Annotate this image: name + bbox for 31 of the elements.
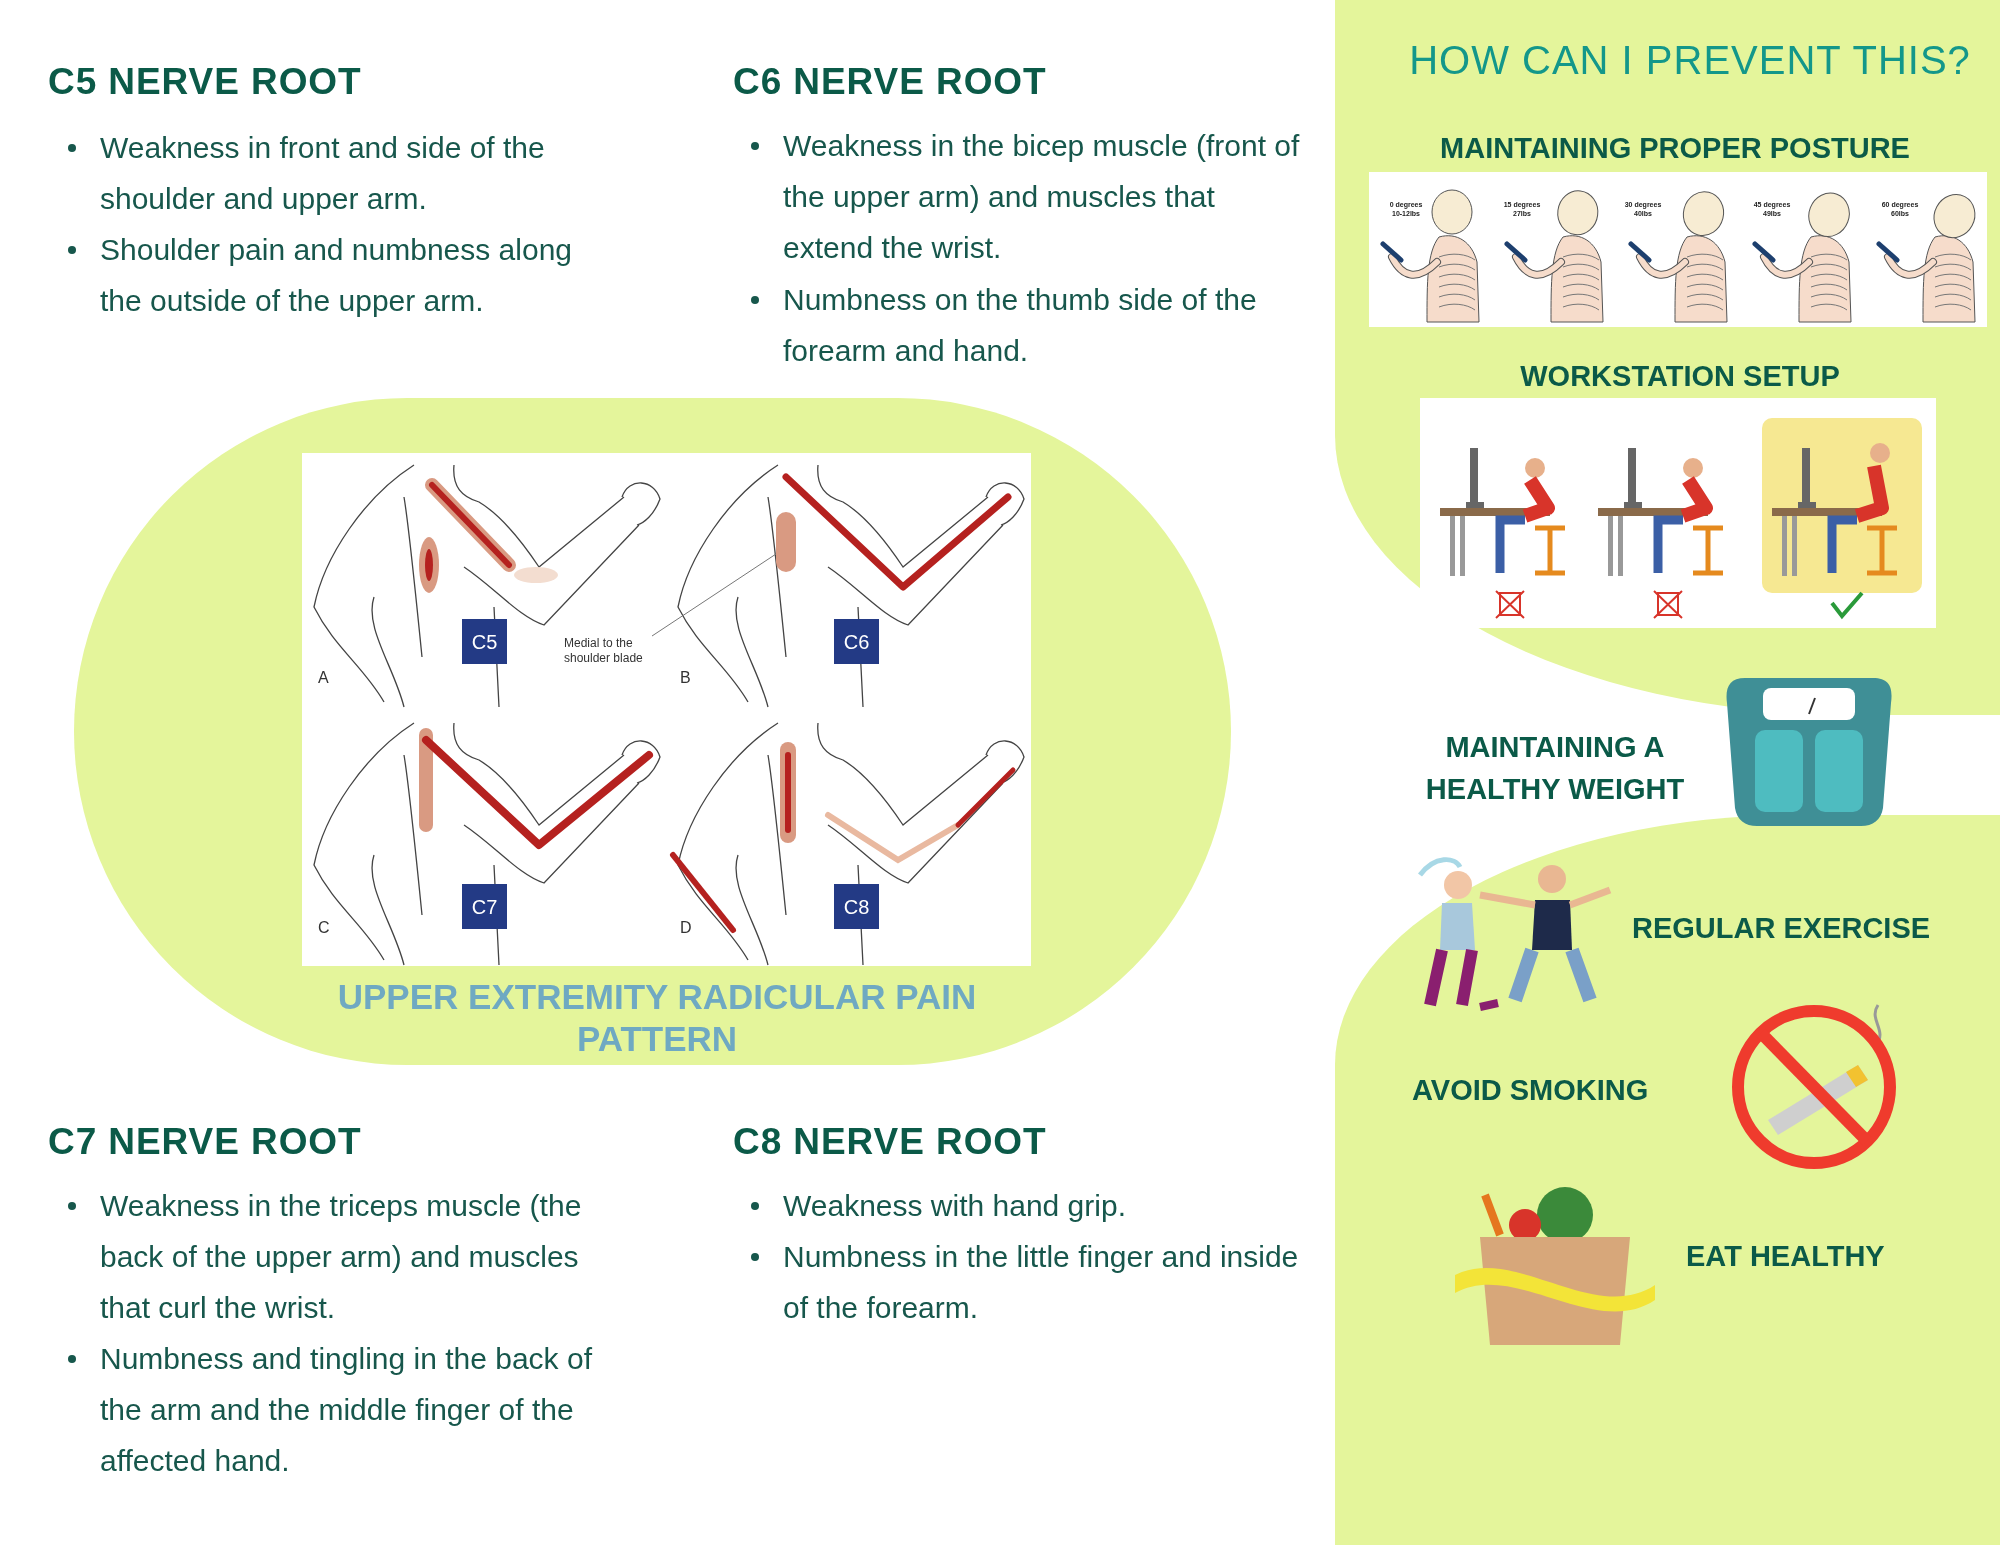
panel-title: HOW CAN I PREVENT THIS? — [1408, 37, 1972, 84]
bullet-text: Numbness and tingling in the back of the arm and the middle finger of the affected hand. — [100, 1341, 593, 1479]
section-heading: C5 NERVE ROOT — [48, 60, 363, 104]
section-heading: C8 NERVE ROOT — [733, 1120, 1048, 1164]
bullet-text: Shoulder pain and numbness along the outside of the upper arm. — [100, 232, 574, 319]
callout-text: Medial to the shoulder blade — [564, 636, 674, 670]
nerve-root-badge: C7 — [462, 884, 507, 929]
bullet-text: Weakness with hand grip. — [783, 1188, 1127, 1224]
bullet-text: Numbness on the thumb side of the forearm and hand. — [783, 282, 1258, 369]
section-heading: C7 NERVE ROOT — [48, 1120, 363, 1164]
tip-heading: MAINTAINING A HEALTHY WEIGHT — [1424, 730, 1686, 807]
panel-letter: C — [318, 918, 331, 938]
section-heading: C6 NERVE ROOT — [733, 60, 1048, 104]
tip-heading: WORKSTATION SETUP — [1519, 359, 1841, 394]
bullet-text: Numbness in the little finger and inside of the forearm. — [783, 1239, 1300, 1326]
nerve-root-badge: C5 — [462, 619, 507, 664]
bullet-text: Weakness in the triceps muscle (the back of the upper arm) and muscles that curl the wrist. — [100, 1188, 583, 1326]
nerve-root-badge: C6 — [834, 619, 879, 664]
tip-heading: EAT HEALTHY — [1686, 1239, 1886, 1274]
leader-line — [651, 553, 777, 637]
tip-heading: AVOID SMOKING — [1412, 1073, 1650, 1108]
panel-letter: A — [318, 668, 330, 688]
tip-heading: REGULAR EXERCISE — [1632, 911, 1932, 946]
nerve-root-badge: C8 — [834, 884, 879, 929]
panel-letter: B — [680, 668, 692, 688]
figure-title: UPPER EXTREMITY RADICULAR PAIN PATTERN — [336, 976, 978, 1060]
bullet-text: Weakness in front and side of the shoulder and upper arm. — [100, 130, 546, 217]
panel-letter: D — [680, 918, 693, 938]
bullet-text: Weakness in the bicep muscle (front of the upper arm) and muscles that extend the wrist. — [783, 128, 1301, 266]
pain-patch — [776, 512, 796, 572]
tip-heading: MAINTAINING PROPER POSTURE — [1439, 131, 1911, 166]
